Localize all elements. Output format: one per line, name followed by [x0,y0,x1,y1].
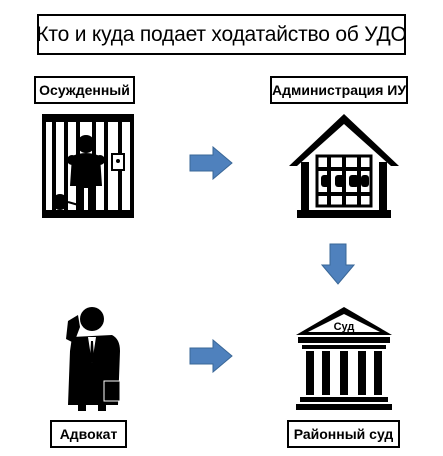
correctional-facility-icon [287,112,401,218]
arrow-lawyer-to-court [189,338,233,378]
node-label-administration: Администрация ИУ [270,76,408,104]
court-sign: Суд [334,321,355,333]
arrow-convict-to-administration [189,145,233,185]
arrow-administration-to-court [320,243,356,290]
node-label-court: Районный суд [287,420,400,448]
node-label-convict: Осужденный [34,76,135,104]
prisoner-behind-bars-icon [42,114,134,218]
page-title: Кто и куда подает ходатайство об УДО [36,14,407,55]
node-label-lawyer: Адвокат [50,420,127,448]
lawyer-on-phone-icon [58,305,122,413]
courthouse-icon: Суд [294,305,394,411]
